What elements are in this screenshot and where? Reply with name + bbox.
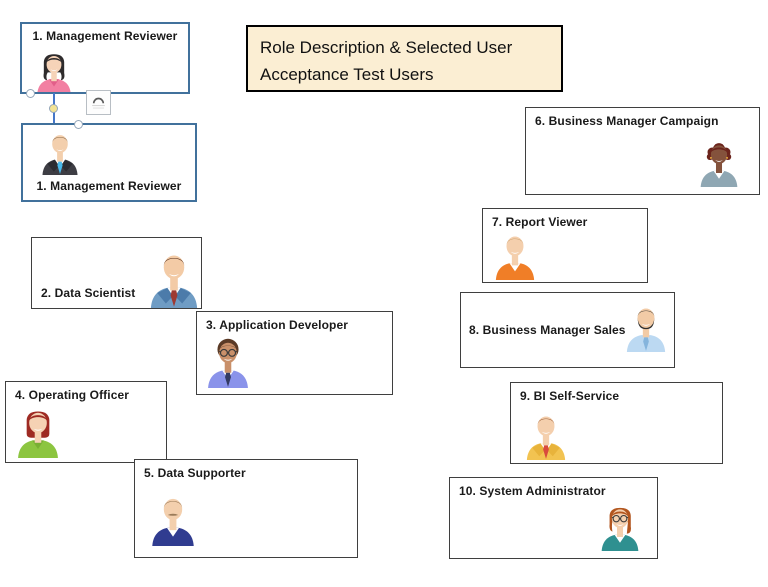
role-label: 9. BI Self-Service — [520, 389, 620, 403]
man-avatar-icon — [622, 294, 670, 352]
role-label: 7. Report Viewer — [492, 215, 588, 229]
role-card-operating-officer[interactable]: 4. Operating Officer — [5, 381, 167, 463]
role-card-system-administrator[interactable]: 10. System Administrator — [449, 477, 658, 559]
role-card-bi-self-service[interactable]: 9. BI Self-Service — [510, 382, 723, 464]
role-label: 10. System Administrator — [459, 484, 606, 498]
role-label: 6. Business Manager Campaign — [535, 114, 719, 128]
role-card-data-supporter[interactable]: 5. Data Supporter — [134, 459, 358, 558]
title-line-2: Acceptance Test Users — [260, 65, 434, 85]
connector-endpoint-handle-1[interactable] — [25, 88, 35, 98]
role-card-management-reviewer-a[interactable]: 1. Management Reviewer — [20, 22, 190, 94]
title-line-1: Role Description & Selected User — [260, 38, 513, 57]
connector-endpoint-handle-2[interactable] — [73, 119, 83, 129]
role-card-report-viewer[interactable]: 7. Report Viewer — [482, 208, 648, 283]
woman-avatar-icon — [597, 496, 643, 551]
role-label: 5. Data Supporter — [144, 466, 246, 480]
role-label: 4. Operating Officer — [15, 388, 130, 402]
woman-avatar-icon — [696, 133, 742, 187]
man-avatar-icon — [38, 125, 82, 175]
role-card-business-manager-sales[interactable]: 8. Business Manager Sales — [460, 292, 675, 368]
role-card-application-developer[interactable]: 3. Application Developer — [196, 311, 393, 395]
woman-avatar-icon — [13, 400, 63, 458]
arc-glyph-icon[interactable] — [86, 90, 111, 115]
man-avatar-icon — [203, 330, 253, 388]
connector-adjust-handle[interactable] — [48, 103, 58, 113]
title-box[interactable]: Role Description & Selected User Accepta… — [246, 25, 563, 92]
role-card-management-reviewer-b[interactable]: 1. Management Reviewer — [21, 123, 197, 202]
role-label: 3. Application Developer — [206, 318, 348, 332]
role-card-data-scientist[interactable]: 2. Data Scientist — [31, 237, 202, 309]
man-avatar-icon — [145, 242, 201, 308]
man-avatar-icon — [147, 486, 199, 546]
role-label: 2. Data Scientist — [41, 286, 136, 300]
woman-avatar-icon — [33, 45, 75, 92]
role-card-business-manager-campaign[interactable]: 6. Business Manager Campaign — [525, 107, 760, 195]
man-avatar-icon — [491, 226, 539, 280]
man-avatar-icon — [522, 402, 570, 460]
role-label: 8. Business Manager Sales — [469, 323, 626, 337]
role-label: 1. Management Reviewer — [32, 29, 178, 43]
role-label: 1. Management Reviewer — [36, 179, 182, 193]
